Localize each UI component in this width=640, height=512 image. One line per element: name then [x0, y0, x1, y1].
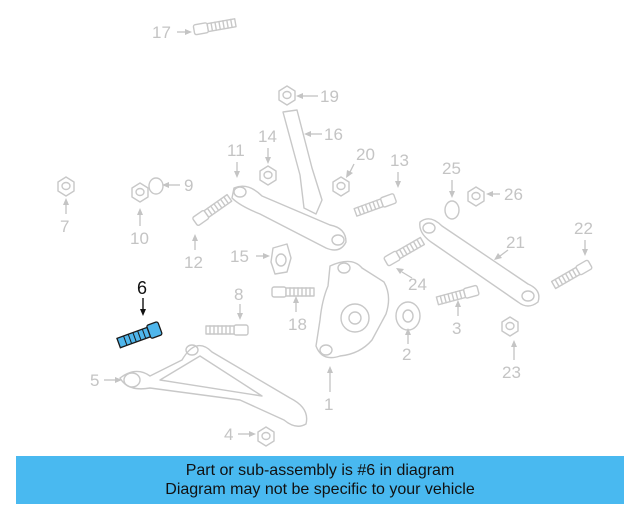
part-16-link — [282, 109, 323, 215]
part-26-nut — [467, 186, 485, 207]
part-19-nut — [278, 85, 296, 106]
callout-16: 16 — [324, 125, 343, 144]
part-23-nut — [501, 316, 519, 337]
part-9-washer — [148, 177, 164, 195]
callout-14: 14 — [258, 127, 277, 146]
callout-7: 7 — [60, 217, 69, 236]
part-10-nut — [131, 182, 149, 203]
part-4-nut — [257, 426, 275, 447]
part-2-bushing — [395, 301, 421, 331]
callout-18: 18 — [288, 315, 307, 334]
part-14-nut — [259, 165, 277, 186]
part-13-bolt — [353, 192, 398, 218]
callout-6-highlighted: 6 — [137, 278, 147, 298]
callout-1: 1 — [324, 395, 333, 414]
banner-line-1: Part or sub-assembly is #6 in diagram — [185, 462, 455, 479]
callout-15: 15 — [230, 247, 249, 266]
callout-11: 11 — [227, 141, 245, 160]
callout-21: 21 — [506, 233, 525, 252]
part-24-bolt — [382, 235, 426, 268]
callout-8: 8 — [234, 285, 243, 304]
callout-25: 25 — [442, 159, 461, 178]
callout-3: 3 — [452, 319, 461, 338]
callout-19: 19 — [320, 87, 339, 106]
part-5-lower-arm — [119, 344, 308, 427]
part-25-washer — [444, 200, 460, 220]
part-15-bushing — [270, 243, 292, 275]
callout-26: 26 — [504, 185, 523, 204]
callout-13: 13 — [390, 151, 409, 170]
part-1-knuckle — [315, 260, 390, 359]
callout-5: 5 — [90, 371, 99, 390]
callout-20: 20 — [356, 145, 375, 164]
callout-12: 12 — [184, 253, 203, 272]
callout-22: 22 — [574, 219, 593, 238]
part-7-nut — [57, 176, 75, 197]
callout-4: 4 — [224, 425, 233, 444]
callout-9: 9 — [184, 176, 193, 195]
callout-24: 24 — [408, 275, 427, 294]
part-6-bolt-highlighted — [116, 321, 163, 349]
part-12-bolt — [191, 193, 233, 227]
callout-23: 23 — [502, 363, 521, 382]
callout-10: 10 — [130, 229, 149, 248]
part-17-bolt — [192, 17, 237, 36]
part-20-nut — [332, 176, 350, 197]
callout-2: 2 — [402, 345, 411, 364]
callout-17: 17 — [152, 23, 171, 42]
part-11-control-arm — [231, 185, 347, 251]
part-8-bolt — [205, 324, 249, 336]
part-18-bolt — [271, 286, 315, 298]
info-banner: Part or sub-assembly is #6 in diagram Di… — [16, 456, 624, 504]
part-21-link — [419, 218, 540, 307]
part-22-bolt — [550, 258, 594, 291]
banner-line-2: Diagram may not be specific to your vehi… — [165, 481, 475, 498]
